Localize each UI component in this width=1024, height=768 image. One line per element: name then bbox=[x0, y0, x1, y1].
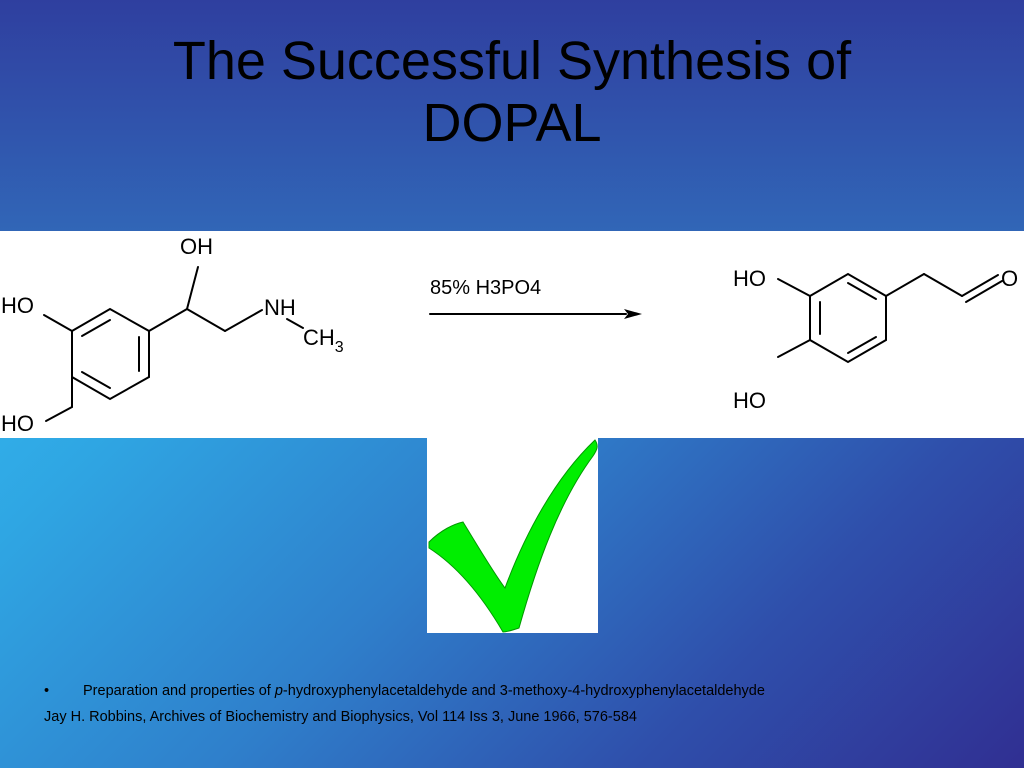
reactant-ch3-label: CH3 bbox=[303, 325, 344, 356]
reaction-svg: OH HO HO NH CH3 85% H3PO4 HO HO O bbox=[1, 234, 1018, 436]
reference-citation: Jay H. Robbins, Archives of Biochemistry… bbox=[44, 709, 637, 725]
ch3-main: CH bbox=[303, 325, 335, 350]
ch3-subscript: 3 bbox=[335, 339, 344, 356]
reactant-nh-label: NH bbox=[264, 295, 296, 320]
product-ho-upper-label: HO bbox=[733, 266, 766, 291]
ref-title-prefix: Preparation and properties of bbox=[83, 683, 275, 699]
title-line-2: DOPAL bbox=[422, 93, 602, 153]
reactant-ring bbox=[71, 307, 150, 401]
slide-title: The Successful Synthesis of DOPAL bbox=[0, 30, 1024, 154]
reaction-scheme: OH HO HO NH CH3 85% H3PO4 HO HO O bbox=[0, 231, 1024, 438]
reference-title: Preparation and properties of p-hydroxyp… bbox=[83, 681, 765, 701]
ref-title-suffix: -hydroxyphenylacetaldehyde and 3-methoxy… bbox=[282, 683, 765, 699]
reactant-oh-label: OH bbox=[180, 234, 213, 259]
reaction-condition: 85% H3PO4 bbox=[430, 277, 541, 299]
product-bonds bbox=[777, 273, 1003, 358]
arrow-head bbox=[624, 309, 642, 319]
reactant-ho-upper-label: HO bbox=[1, 293, 34, 318]
references: • Preparation and properties of p-hydrox… bbox=[44, 681, 1004, 727]
checkmark-box bbox=[427, 438, 598, 633]
title-band: The Successful Synthesis of DOPAL bbox=[0, 0, 1024, 231]
reactant-bonds bbox=[43, 266, 304, 422]
reactant-ho-lower-label: HO bbox=[1, 411, 34, 436]
title-line-1: The Successful Synthesis of bbox=[172, 31, 852, 91]
ref-title-italic: p bbox=[274, 683, 283, 699]
product-o-label: O bbox=[1001, 266, 1018, 291]
green-checkmark-icon bbox=[428, 439, 598, 633]
product-ho-lower-label: HO bbox=[733, 388, 766, 413]
product-ring bbox=[809, 272, 887, 364]
reference-bullet-item: • Preparation and properties of p-hydrox… bbox=[44, 681, 1004, 707]
bullet-marker: • bbox=[44, 683, 50, 699]
